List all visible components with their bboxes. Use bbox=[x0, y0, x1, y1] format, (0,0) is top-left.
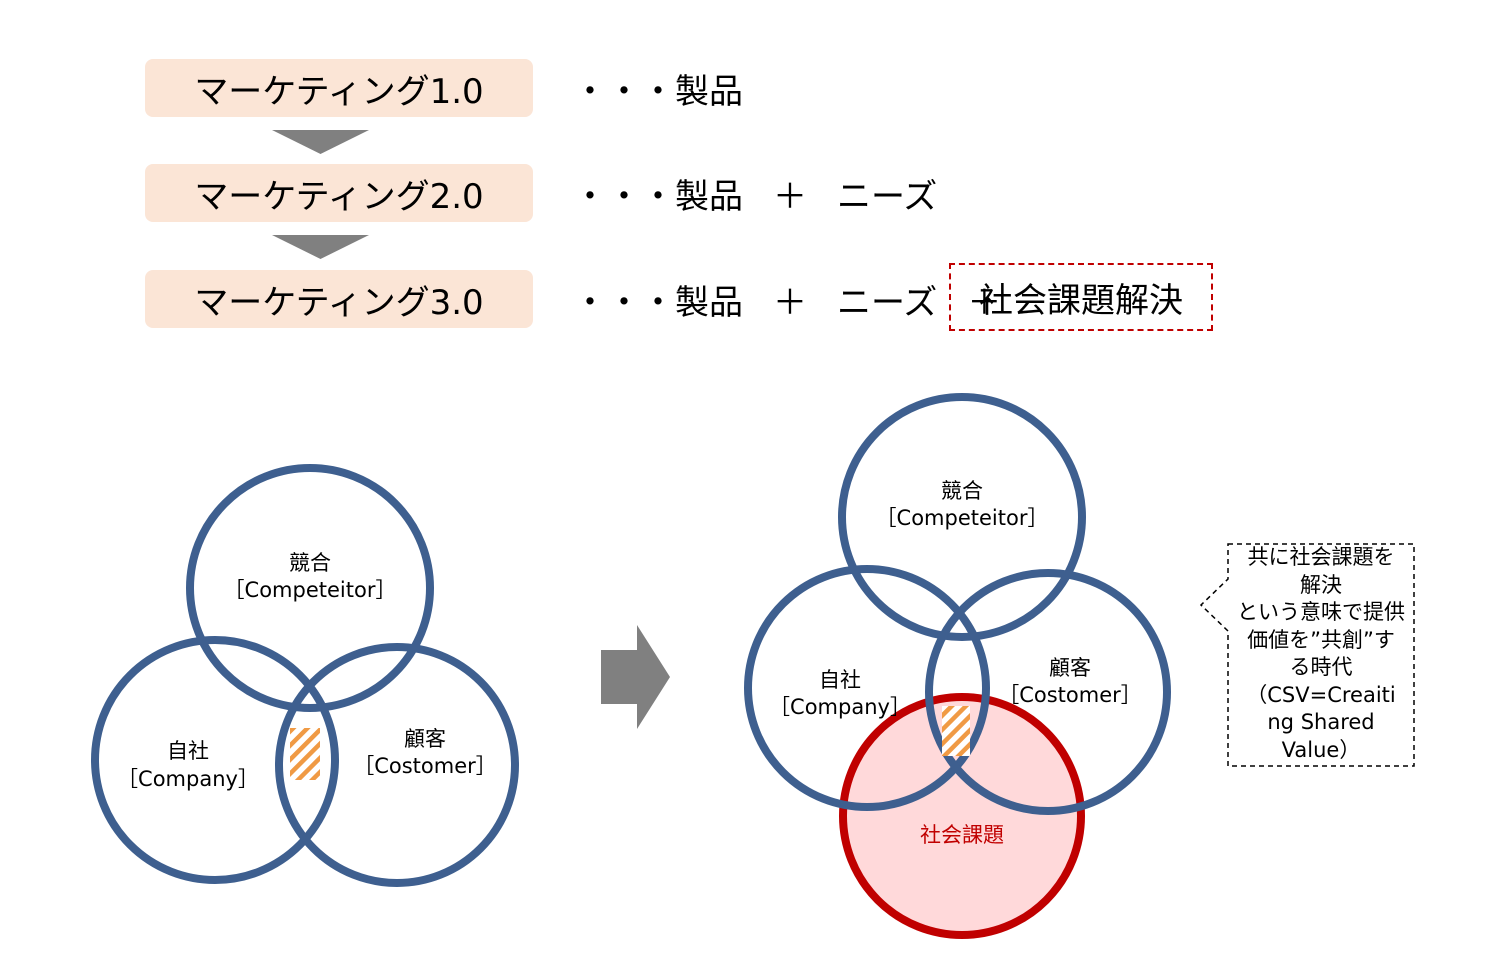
competitor-label-en: ［Competeitor］ bbox=[224, 578, 397, 602]
social-issue-label: 社会課題 bbox=[920, 823, 1004, 847]
down-arrow-icon bbox=[272, 235, 369, 259]
stage-desc-text: ・・・製品 bbox=[573, 176, 743, 217]
highlight-social-issue: 社会課題解決 bbox=[949, 263, 1213, 331]
customer-label-en: ［Costomer］ bbox=[998, 683, 1142, 707]
company-label: 自社 bbox=[167, 739, 209, 763]
stage-desc-text: ・・・製品 bbox=[573, 71, 743, 112]
callout-text: 共に社会課題を 解決 という意味で提供 価値を”共創”す る時代 （CSV=Cr… bbox=[1237, 545, 1405, 762]
plus-sign: ＋ bbox=[773, 282, 807, 323]
competitor-label: 競合 bbox=[941, 479, 983, 503]
stage-box-marketing-3: マーケティング3.0 bbox=[145, 270, 533, 328]
company-label: 自社 bbox=[819, 668, 861, 692]
circle-company bbox=[744, 565, 990, 811]
customer-label-en: ［Costomer］ bbox=[353, 754, 497, 778]
plus-sign: ＋ bbox=[967, 282, 1002, 323]
stage-label: マーケティング3.0 bbox=[194, 282, 484, 323]
overlap-hatch bbox=[942, 706, 970, 756]
circle-customer bbox=[925, 569, 1171, 815]
customer-label: 顧客 bbox=[1049, 656, 1091, 680]
right-arrow-icon bbox=[601, 625, 670, 729]
stage-box-marketing-2: マーケティング2.0 bbox=[145, 164, 533, 222]
stage-label: マーケティング2.0 bbox=[194, 176, 484, 217]
circle-competitor bbox=[186, 464, 434, 712]
callout-box bbox=[1199, 543, 1415, 767]
stage-desc-text: ニーズ bbox=[837, 176, 938, 217]
stage-label: マーケティング1.0 bbox=[194, 71, 484, 112]
circle-customer bbox=[275, 643, 519, 887]
competitor-label: 競合 bbox=[289, 551, 331, 575]
down-arrow-icon bbox=[272, 130, 369, 154]
stage-desc-2: ・・・製品 ＋ ニーズ bbox=[573, 164, 937, 222]
venn-right: 競合 ［Competeitor］ 自社 ［Company］ 顧客 ［Costom… bbox=[744, 393, 1171, 939]
competitor-label-en: ［Competeitor］ bbox=[876, 506, 1049, 530]
stage-desc-3: ・・・製品 ＋ ニーズ ＋ bbox=[573, 270, 1001, 328]
circle-company bbox=[91, 636, 339, 884]
circle-social-issue bbox=[839, 693, 1085, 939]
customer-label: 顧客 bbox=[404, 727, 446, 751]
plus-sign: ＋ bbox=[773, 176, 807, 217]
stage-desc-1: ・・・製品 bbox=[573, 59, 743, 117]
company-label-en: ［Company］ bbox=[769, 695, 911, 719]
company-label-en: ［Company］ bbox=[117, 767, 259, 791]
stage-desc-text: ・・・製品 bbox=[573, 282, 743, 323]
overlap-hatch bbox=[290, 728, 320, 780]
circle-competitor bbox=[838, 393, 1086, 641]
stage-box-marketing-1: マーケティング1.0 bbox=[145, 59, 533, 117]
highlight-text: 社会課題解決 bbox=[979, 280, 1183, 321]
stage-desc-text: ニーズ bbox=[837, 282, 938, 323]
venn-left: 競合 ［Competeitor］ 自社 ［Company］ 顧客 ［Costom… bbox=[91, 464, 519, 887]
